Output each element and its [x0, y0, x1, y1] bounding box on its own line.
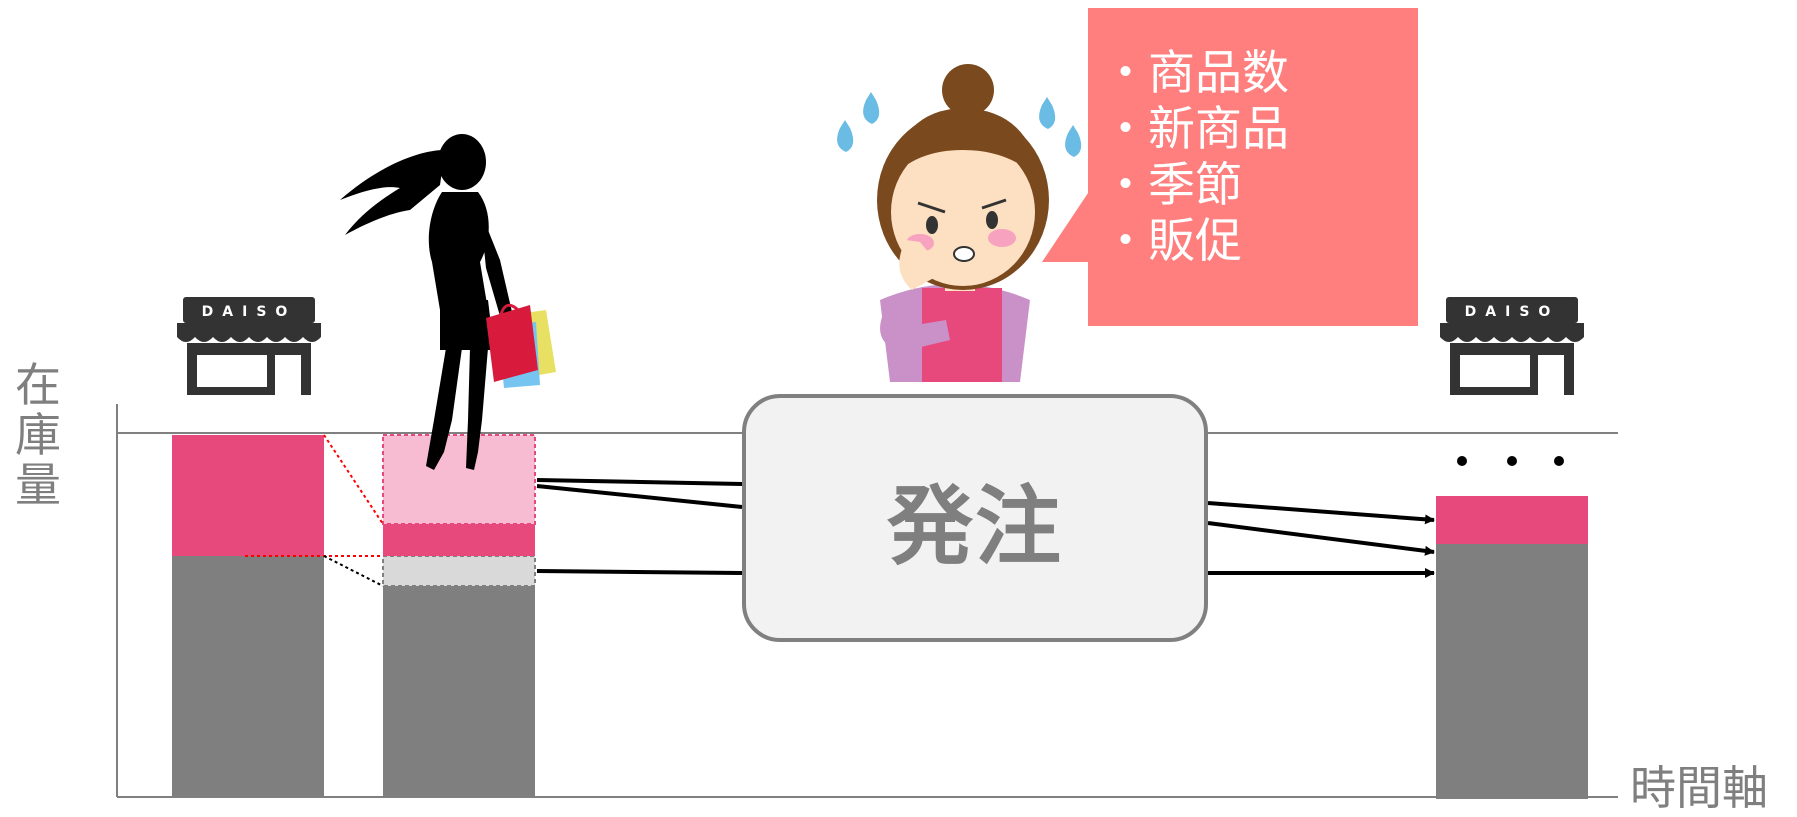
bar1-pink	[172, 435, 324, 556]
shopper-silhouette-icon	[340, 134, 512, 470]
svg-text:DAISO: DAISO	[202, 304, 297, 320]
bar1-gray	[172, 556, 324, 797]
arrow-in-2	[536, 484, 743, 509]
y-axis-label-char: 在	[15, 358, 61, 412]
arrow-in-3	[536, 569, 743, 575]
arrow-in-1	[536, 478, 743, 486]
y-axis-label: 在 庫 量	[8, 360, 68, 510]
factor-item: 商品数	[1148, 46, 1418, 102]
arrow-out-1	[1207, 501, 1435, 525]
order-label: 発注	[887, 476, 1063, 577]
arrow-out-2	[1207, 521, 1435, 556]
sweat-drop-icon	[837, 92, 1082, 157]
factor-list: 商品数 新商品 季節 販促	[1088, 8, 1418, 270]
y-axis-label-char: 量	[15, 458, 61, 512]
speech-bubble-tail	[1042, 190, 1092, 262]
speech-bubble: 商品数 新商品 季節 販促	[1088, 8, 1418, 326]
bar3-pink	[1436, 496, 1588, 544]
factor-item: 新商品	[1148, 102, 1418, 158]
y-axis-label-char: 庫	[15, 408, 61, 462]
store-icon: DAISO	[177, 297, 321, 395]
dotted-pink-top	[323, 434, 384, 525]
factor-item: 季節	[1148, 158, 1418, 214]
bar2-gray-sold	[382, 555, 536, 587]
worried-clerk-icon	[877, 64, 1049, 382]
ellipsis-text: ・・・	[1448, 446, 1578, 476]
shopping-bag-icon	[486, 303, 556, 388]
dotted-black-low	[323, 555, 384, 587]
bar2-pink	[383, 524, 535, 556]
bar3-gray	[1436, 544, 1588, 799]
bar2-pink-sold	[382, 434, 536, 525]
svg-text:DAISO: DAISO	[1465, 304, 1560, 320]
ellipsis-dots	[1457, 456, 1564, 466]
store-icon: DAISO	[1440, 297, 1584, 395]
order-box: 発注	[742, 394, 1208, 642]
factor-item: 販促	[1148, 214, 1418, 270]
x-axis-label: 時間軸	[1630, 761, 1768, 815]
bar2-gray	[383, 586, 535, 797]
